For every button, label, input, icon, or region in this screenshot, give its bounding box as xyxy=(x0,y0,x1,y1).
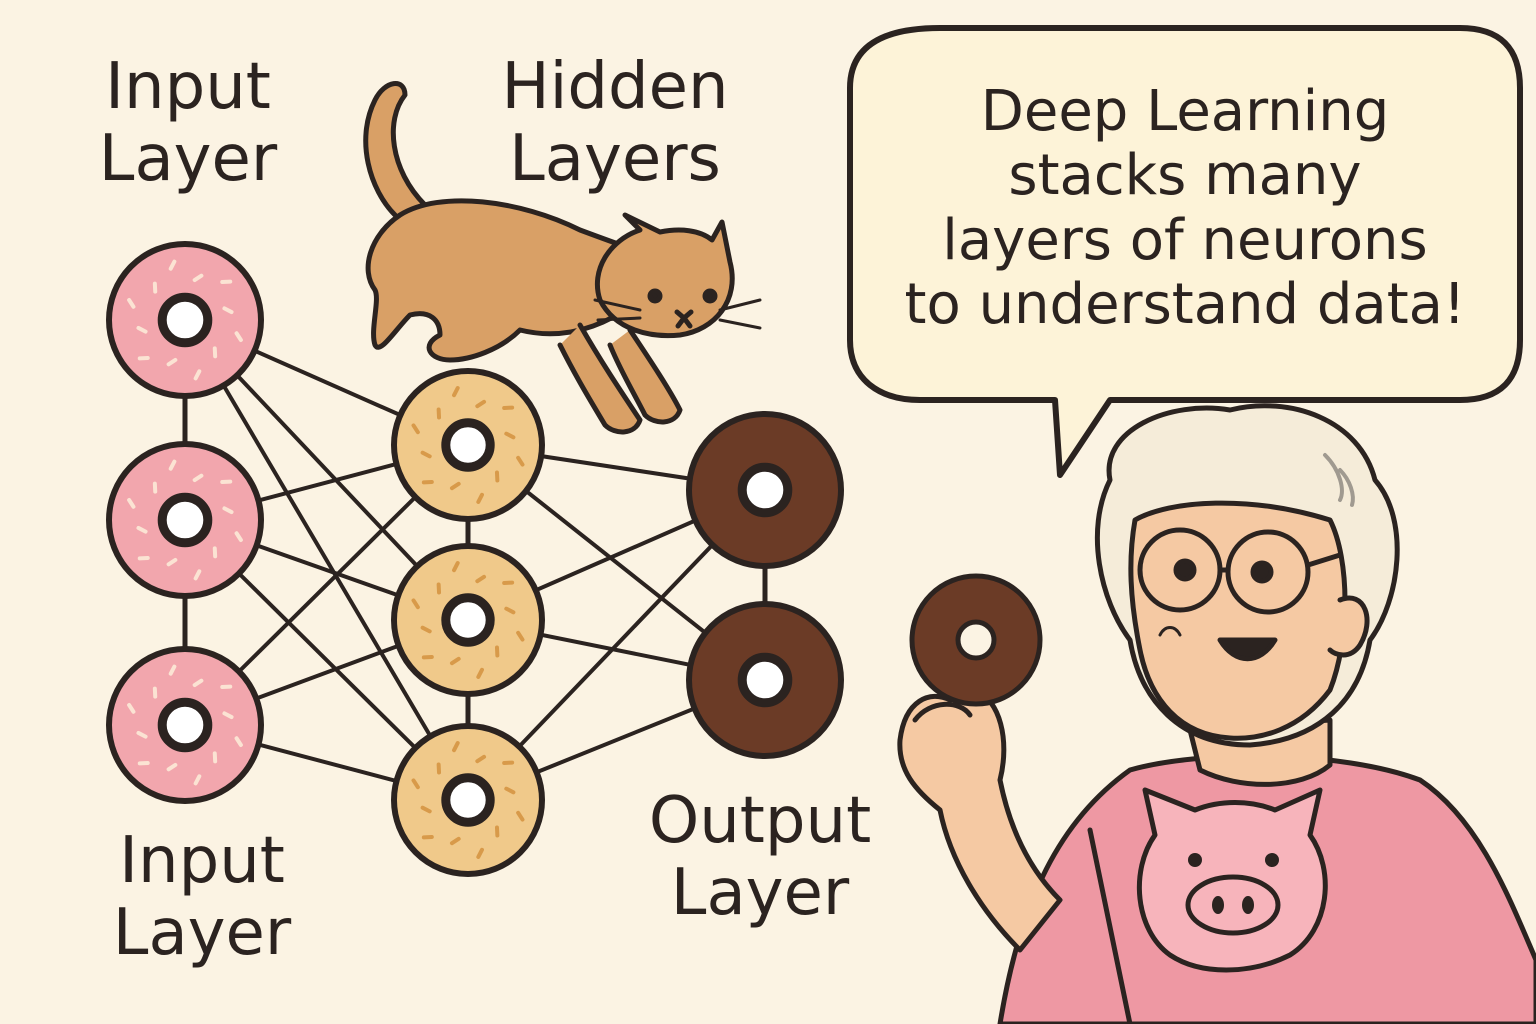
input-neuron-donut-3 xyxy=(106,646,264,804)
donut-icon xyxy=(909,573,1043,707)
input-neuron-donut-1 xyxy=(106,241,264,399)
input-layer-label-bottom: Input Layer xyxy=(112,824,292,970)
output-layer-label: Output Layer xyxy=(648,784,872,930)
input-layer-label-top: Input Layer xyxy=(98,50,278,196)
output-neuron-donut-1 xyxy=(686,411,844,569)
connection-line xyxy=(183,318,470,802)
cat-icon xyxy=(363,81,762,435)
grandma-icon xyxy=(897,403,1536,1024)
speech-bubble-text: Deep Learning stacks many layers of neur… xyxy=(904,79,1466,338)
hidden-neuron-donut-2 xyxy=(391,543,545,697)
hidden-layers-label: Hidden Layers xyxy=(501,50,729,196)
speech-bubble xyxy=(847,25,1523,478)
input-neuron-donut-2 xyxy=(106,441,264,599)
hidden-neuron-donut-3 xyxy=(391,723,545,877)
output-neuron-donut-2 xyxy=(686,601,844,759)
neurons xyxy=(106,241,844,877)
pig-face-icon xyxy=(1136,787,1328,973)
hidden-neuron-donut-1 xyxy=(391,368,545,522)
